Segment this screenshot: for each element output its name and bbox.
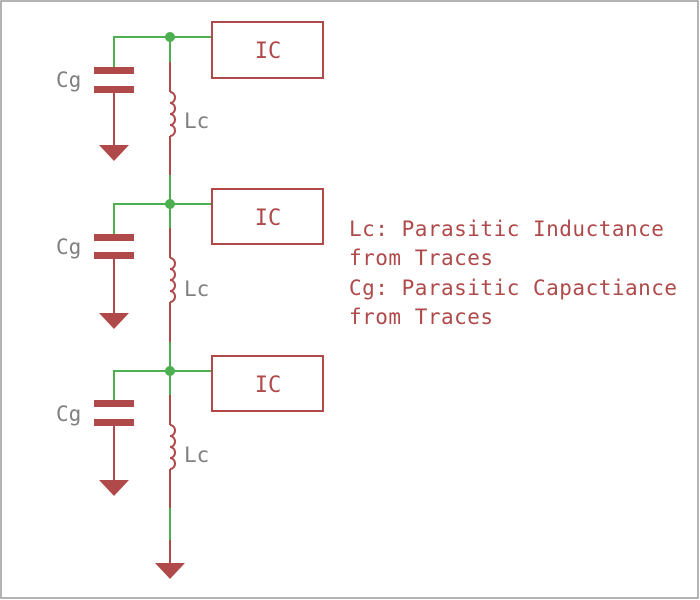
ic-box bbox=[211, 188, 324, 245]
junction-dot bbox=[165, 199, 175, 209]
junction-dot bbox=[165, 366, 175, 376]
ic-box bbox=[211, 355, 324, 412]
legend-line-4: from Traces bbox=[349, 305, 494, 329]
inductor-lc-2 bbox=[169, 228, 176, 342]
stage-1: Cg Lc IC bbox=[56, 21, 324, 175]
stage-3: Cg Lc IC bbox=[56, 342, 324, 508]
ground-symbol bbox=[99, 313, 129, 329]
legend-line-3: Cg: Parasitic Capactiance bbox=[349, 276, 678, 300]
cap-label: Cg bbox=[56, 68, 81, 92]
inductor-label: Lc bbox=[184, 443, 209, 467]
legend-notes: Lc: Parasitic Inductance from Traces Cg:… bbox=[349, 217, 678, 329]
inductor-label: Lc bbox=[184, 277, 209, 301]
inductor-lc-1 bbox=[169, 62, 176, 175]
ground-symbol bbox=[155, 563, 185, 579]
ic-label: IC bbox=[255, 39, 282, 64]
ic-label: IC bbox=[255, 206, 282, 231]
cap-feed-wire bbox=[113, 36, 212, 67]
cap-label: Cg bbox=[56, 235, 81, 259]
ic-label: IC bbox=[255, 373, 282, 398]
capacitor-cg-3 bbox=[94, 400, 134, 496]
legend-line-2: from Traces bbox=[349, 246, 494, 270]
capacitor-cg-2 bbox=[94, 234, 134, 329]
cap-feed-wire bbox=[113, 370, 212, 400]
ground-symbol bbox=[99, 480, 129, 496]
ic-box bbox=[211, 21, 324, 79]
ground-symbol bbox=[99, 145, 129, 161]
junction-dot bbox=[165, 32, 175, 42]
cap-feed-wire bbox=[113, 203, 212, 234]
legend-line-1: Lc: Parasitic Inductance bbox=[349, 217, 664, 241]
inductor-label: Lc bbox=[184, 109, 209, 133]
capacitor-cg-1 bbox=[94, 67, 134, 161]
stage-2: Cg Lc IC bbox=[56, 175, 324, 342]
inductor-lc-3 bbox=[169, 395, 176, 508]
cap-label: Cg bbox=[56, 402, 81, 426]
